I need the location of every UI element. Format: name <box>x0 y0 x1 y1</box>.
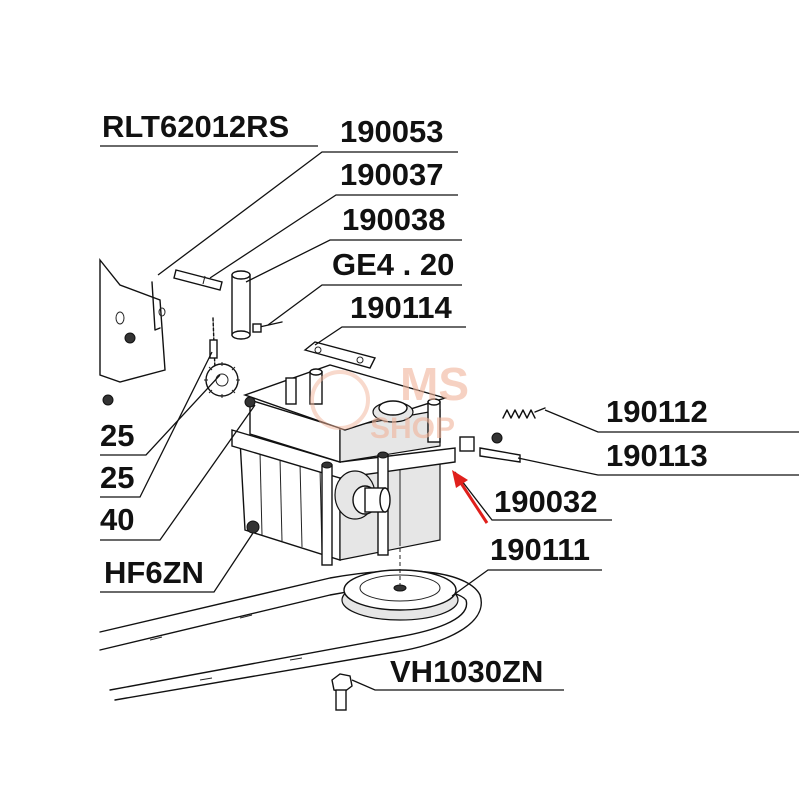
sprocket <box>204 362 240 398</box>
bracket <box>303 341 377 369</box>
sleeve <box>231 270 251 340</box>
label-25-a: 25 <box>100 418 134 453</box>
label-190112: 190112 <box>606 394 708 429</box>
label-190053: 190053 <box>340 114 443 149</box>
watermark-text-ms: MS <box>400 358 469 410</box>
pulley <box>341 548 459 621</box>
pin <box>173 269 223 291</box>
bolt <box>331 673 353 711</box>
gearbox <box>231 364 456 566</box>
nut-hf6zn <box>246 520 260 534</box>
label-190037: 190037 <box>340 157 443 192</box>
label-190113: 190113 <box>606 438 708 473</box>
label-hf6zn: HF6ZN <box>104 555 204 590</box>
nut-left <box>102 394 256 408</box>
label-vh1030zn: VH1030ZN <box>390 654 543 689</box>
screw <box>252 321 283 333</box>
label-ge4-20: GE4 . 20 <box>332 247 454 282</box>
label-rlt62012rs: RLT62012RS <box>102 109 289 144</box>
part-labels: RLT62012RS 190053 190037 190038 GE4 . 20… <box>100 109 708 689</box>
watermark-text-shop: SHOP <box>370 412 455 445</box>
shaft <box>209 317 218 371</box>
mount-plate <box>99 258 166 383</box>
label-190032: 190032 <box>494 484 597 519</box>
spring <box>502 407 546 419</box>
red-arrow <box>452 470 489 524</box>
label-190114: 190114 <box>350 290 452 325</box>
label-25-b: 25 <box>100 460 134 495</box>
label-190038: 190038 <box>342 202 445 237</box>
watermark-logo: MS SHOP <box>310 358 469 445</box>
link-bracket <box>459 432 521 463</box>
label-190111: 190111 <box>490 532 590 567</box>
label-40: 40 <box>100 502 134 537</box>
leader-lines <box>100 145 799 691</box>
